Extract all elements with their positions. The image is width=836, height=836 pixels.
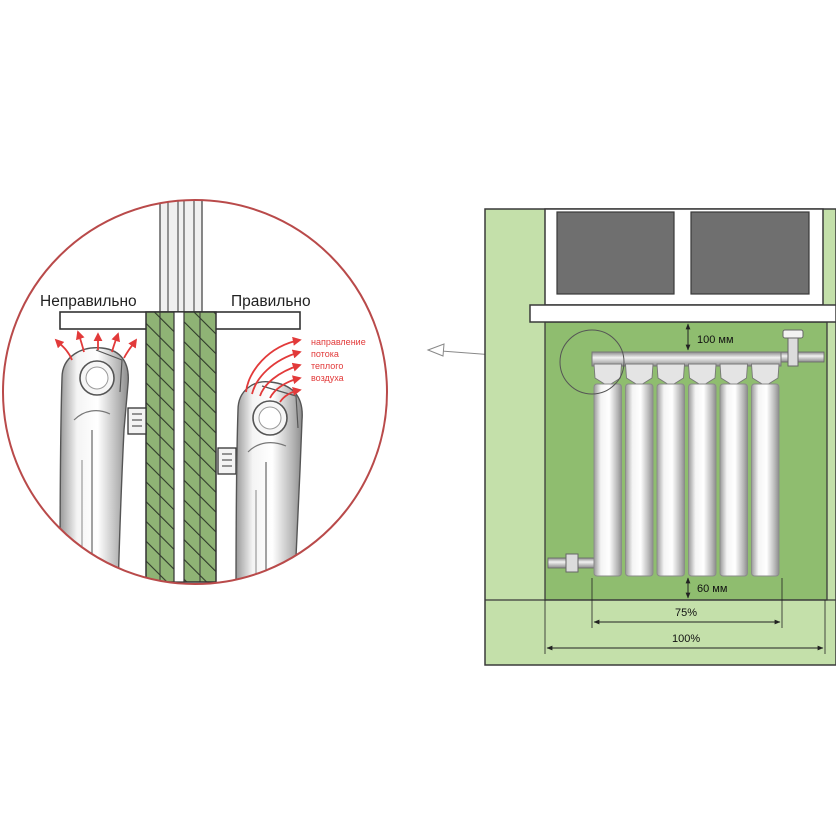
radiator-section xyxy=(593,383,622,577)
window-frame-detail xyxy=(159,200,203,313)
radiator-section xyxy=(719,383,748,577)
valve-icon xyxy=(782,329,804,367)
radiator-width-dimension: 75% xyxy=(591,578,783,628)
wrong-label: Неправильно xyxy=(40,293,137,310)
window-width-label: 100% xyxy=(672,633,700,645)
radiator-section-head xyxy=(751,363,780,387)
radiator-section xyxy=(751,383,780,577)
radiator-section xyxy=(656,383,685,577)
top-gap-dimension: 100 мм xyxy=(685,323,734,351)
wall-section xyxy=(145,311,217,583)
supply-pipe xyxy=(777,351,825,363)
radiator-section xyxy=(688,383,717,577)
radiator-section-head xyxy=(719,363,748,387)
bracket-left-icon xyxy=(127,407,147,435)
window-sill xyxy=(529,304,836,323)
radiator-wrong-icon xyxy=(59,347,129,584)
heat-wave-wrong-icon xyxy=(54,330,137,361)
airflow-note-line-3: теплого xyxy=(311,361,343,371)
radiator-icon xyxy=(591,351,782,577)
radiator-section-head xyxy=(593,363,622,387)
right-label: Правильно xyxy=(231,293,311,310)
radiator-width-label: 75% xyxy=(675,607,697,619)
detail-circle-outline xyxy=(2,199,388,585)
top-gap-label: 100 мм xyxy=(697,334,734,346)
bracket-right-icon xyxy=(217,447,237,475)
bottom-gap-dimension: 60 мм xyxy=(685,577,727,599)
airflow-note-line-2: потока xyxy=(311,349,339,359)
window-width-dimension: 100% xyxy=(544,600,826,654)
airflow-note-line-4: воздуха xyxy=(311,373,344,383)
window-icon xyxy=(544,208,824,306)
installation-scheme: 100 мм 60 мм 75% 100% xyxy=(484,208,836,666)
airflow-note-line-1: направление xyxy=(311,337,366,347)
detail-marker xyxy=(559,329,625,395)
bottom-gap-label: 60 мм xyxy=(697,583,727,595)
airflow-note: направление потока теплого воздуха xyxy=(311,337,366,383)
radiator-section-head xyxy=(625,363,654,387)
radiator-section-head xyxy=(656,363,685,387)
heat-wave-right-icon xyxy=(245,336,302,403)
niche xyxy=(544,321,828,601)
radiator-section-head xyxy=(688,363,717,387)
detail-circle xyxy=(3,200,387,584)
return-valve-icon xyxy=(565,553,579,573)
radiator-section xyxy=(625,383,654,577)
radiator-top-collector xyxy=(591,351,782,367)
radiator-right-icon xyxy=(235,381,303,584)
